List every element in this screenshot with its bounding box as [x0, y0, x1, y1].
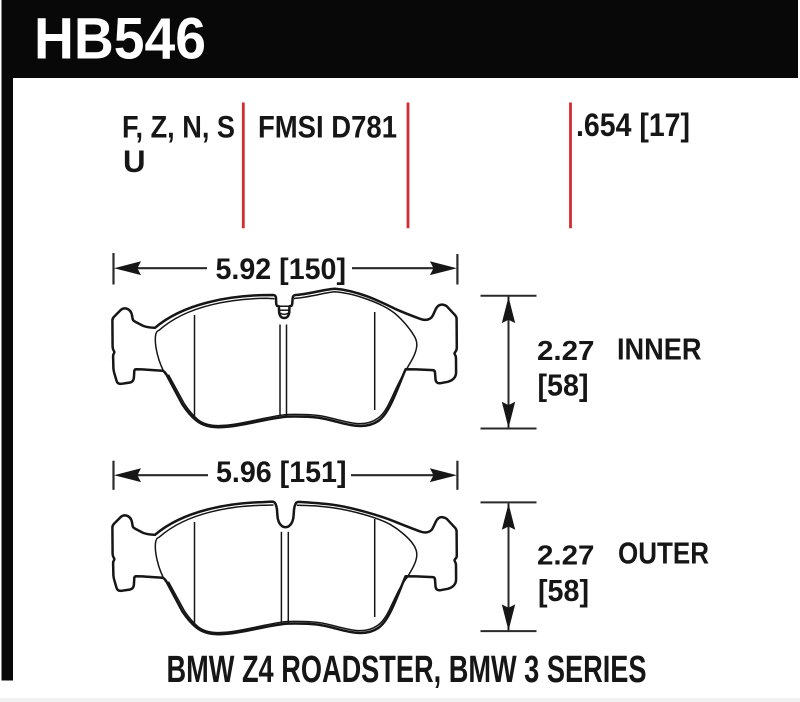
svg-text:BMW Z4 ROADSTER, BMW 3 SERIES: BMW Z4 ROADSTER, BMW 3 SERIES [167, 648, 647, 690]
svg-text:U: U [123, 144, 146, 179]
svg-text:FMSI D781: FMSI D781 [258, 109, 397, 144]
svg-text:.654 [17]: .654 [17] [576, 106, 690, 143]
svg-text:INNER: INNER [617, 333, 702, 366]
svg-text:[58]: [58] [538, 368, 589, 402]
svg-text:5.96 [151]: 5.96 [151] [216, 456, 347, 489]
svg-text:HB546: HB546 [34, 7, 206, 72]
svg-text:[58]: [58] [538, 574, 589, 608]
svg-text:2.27: 2.27 [537, 539, 595, 571]
svg-text:F, Z, N, S: F, Z, N, S [122, 109, 235, 144]
svg-text:2.27: 2.27 [537, 334, 595, 366]
svg-text:OUTER: OUTER [618, 537, 709, 570]
svg-text:5.92 [150]: 5.92 [150] [216, 253, 347, 286]
